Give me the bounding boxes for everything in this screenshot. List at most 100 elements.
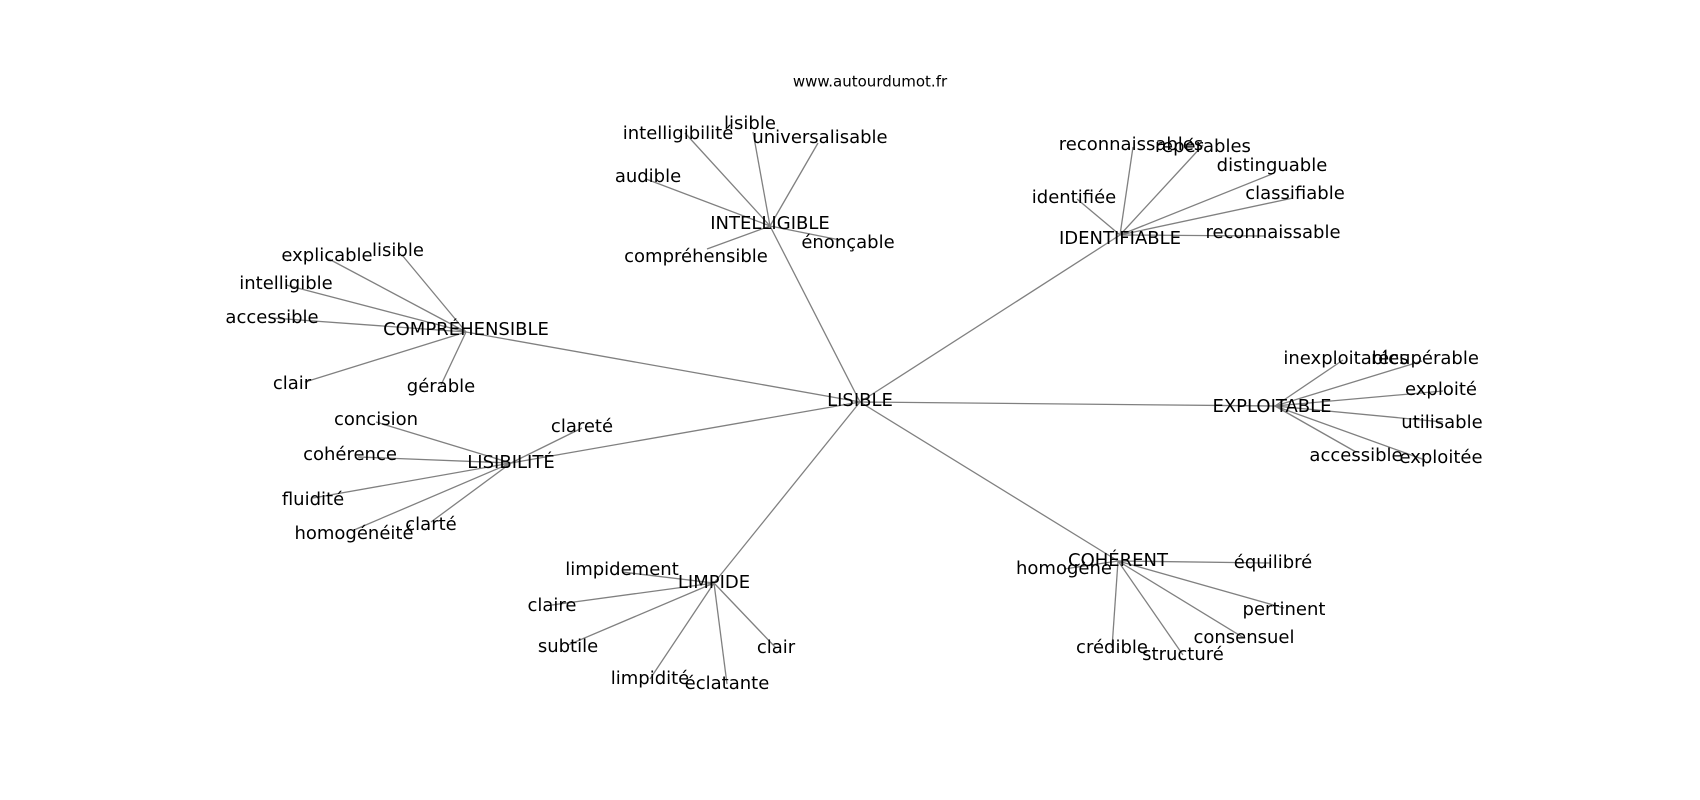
edge-cluster-to-leaf <box>769 225 841 241</box>
edge-cluster-to-leaf <box>440 331 467 386</box>
graph-edges <box>271 131 1444 685</box>
leaf-label: exploitée <box>1399 447 1482 468</box>
leaf-label: accessible <box>1309 445 1402 466</box>
leaf-label: audible <box>615 166 681 187</box>
leaf-label: distinguable <box>1217 155 1328 176</box>
edge-cluster-to-leaf <box>649 582 715 680</box>
leaf-label: lisible <box>372 240 424 261</box>
leaf-label: utilisable <box>1401 412 1482 433</box>
leaf-label: homogène <box>1016 558 1112 579</box>
leaf-label: classifiable <box>1245 183 1345 204</box>
edge-cluster-to-leaf <box>706 225 771 250</box>
leaf-label: cohérence <box>303 444 397 465</box>
leaf-label: éclatante <box>685 673 770 694</box>
leaf-label: limpidement <box>565 559 679 580</box>
leaf-label: identifiée <box>1032 187 1116 208</box>
edge-center-to-cluster <box>859 234 1121 403</box>
leaf-label: clair <box>273 373 312 394</box>
edge-cluster-to-leaf <box>401 254 467 333</box>
edge-cluster-to-leaf <box>1117 560 1285 609</box>
leaf-label: accessible <box>225 307 318 328</box>
edge-cluster-to-leaf <box>312 462 512 499</box>
leaf-label: récupérable <box>1371 348 1479 369</box>
edge-cluster-to-leaf <box>1119 173 1273 236</box>
leaf-label: compréhensible <box>624 246 768 267</box>
edge-cluster-to-leaf <box>271 317 467 333</box>
watermark: www.autourdumot.fr <box>793 73 948 91</box>
cluster-label: INTELLIGIBLE <box>710 213 830 234</box>
edge-cluster-to-leaf <box>1119 197 1294 236</box>
leaf-label: homogénéité <box>294 523 413 544</box>
edge-cluster-to-leaf <box>1119 234 1266 237</box>
edge-cluster-to-leaf <box>645 178 771 227</box>
edge-cluster-to-leaf <box>1274 405 1444 423</box>
edge-cluster-to-leaf <box>375 421 512 464</box>
edge-cluster-to-leaf <box>1274 405 1357 453</box>
edge-center-to-cluster <box>465 331 861 403</box>
edge-center-to-cluster <box>859 401 1276 407</box>
edge-cluster-to-leaf <box>285 284 467 333</box>
edge-cluster-to-leaf <box>1117 560 1245 639</box>
cluster-label: COHÉRENT <box>1068 549 1169 571</box>
leaf-label: reconnaissable <box>1205 222 1340 243</box>
leaf-label: inexploitables <box>1283 348 1408 369</box>
center-node-label: LISIBLE <box>827 390 893 411</box>
edge-cluster-to-leaf <box>304 331 467 383</box>
leaf-label: intelligible <box>239 273 332 294</box>
cluster-exploitable: EXPLOITABLE inexploitables récupérable e… <box>1212 348 1482 468</box>
leaf-label: concision <box>334 409 418 430</box>
edge-cluster-to-leaf <box>357 456 512 464</box>
leaf-label: structuré <box>1142 644 1224 665</box>
edge-cluster-to-leaf <box>326 257 467 333</box>
leaf-label: énonçable <box>801 232 894 253</box>
edge-cluster-to-leaf <box>1119 144 1204 236</box>
leaf-label: reconnaissables <box>1059 134 1204 155</box>
edge-cluster-to-leaf <box>510 427 583 464</box>
leaf-label: claire <box>527 595 576 616</box>
leaf-label: clarté <box>405 514 456 535</box>
edge-cluster-to-leaf <box>353 462 512 531</box>
cluster-label: IDENTIFIABLE <box>1059 228 1181 249</box>
edge-cluster-to-leaf <box>1111 560 1119 649</box>
edge-cluster-to-leaf <box>621 571 715 584</box>
leaf-label: pertinent <box>1243 599 1326 620</box>
leaf-label: lisible <box>724 113 776 134</box>
leaf-label: clareté <box>551 416 613 437</box>
cluster-comprehensible: COMPRÉHENSIBLE explicable lisible intell… <box>225 240 549 397</box>
edge-center-to-cluster <box>769 225 861 403</box>
edge-center-to-cluster <box>859 401 1119 562</box>
leaf-label: fluidité <box>282 489 344 510</box>
edge-cluster-to-leaf <box>1076 198 1121 236</box>
leaf-label: gérable <box>407 376 475 397</box>
leaf-label: consensuel <box>1193 627 1294 648</box>
edge-center-to-cluster <box>510 401 861 464</box>
edge-cluster-to-leaf <box>713 582 728 685</box>
leaf-label: subtile <box>538 636 598 657</box>
edge-cluster-to-leaf <box>1274 405 1426 461</box>
cluster-lisibilite: LISIBILITÉ concision clareté cohérence f… <box>282 409 613 544</box>
leaf-label: crédible <box>1076 637 1148 658</box>
leaf-label: exploité <box>1405 379 1477 400</box>
cluster-intelligible: INTELLIGIBLE intelligibilité lisible uni… <box>615 113 895 267</box>
cluster-label: LISIBILITÉ <box>467 451 554 473</box>
edge-cluster-to-leaf <box>1274 390 1444 407</box>
cluster-limpide: LIMPIDE limpidement claire subtile limpi… <box>527 559 795 694</box>
cluster-identifiable: IDENTIFIABLE reconnaissables repérables … <box>1032 134 1345 249</box>
edge-cluster-to-leaf <box>1274 359 1344 407</box>
edge-cluster-to-leaf <box>567 582 715 646</box>
leaf-label: repérables <box>1155 136 1251 157</box>
cluster-label: COMPRÉHENSIBLE <box>383 318 549 340</box>
edge-cluster-to-leaf <box>713 582 777 649</box>
cluster-coherent: COHÉRENT homogène équilibré pertinent co… <box>1016 549 1325 665</box>
edge-cluster-to-leaf <box>1063 560 1119 570</box>
edge-cluster-to-leaf <box>684 132 771 227</box>
leaf-label: limpidité <box>611 668 690 689</box>
edge-cluster-to-leaf <box>752 131 771 227</box>
leaf-label: clair <box>757 637 796 658</box>
leaf-label: universalisable <box>752 127 887 148</box>
edge-cluster-to-leaf <box>1117 560 1184 656</box>
leaf-label: équilibré <box>1234 552 1312 573</box>
edge-cluster-to-leaf <box>430 462 512 523</box>
edge-cluster-to-leaf <box>1119 146 1134 236</box>
